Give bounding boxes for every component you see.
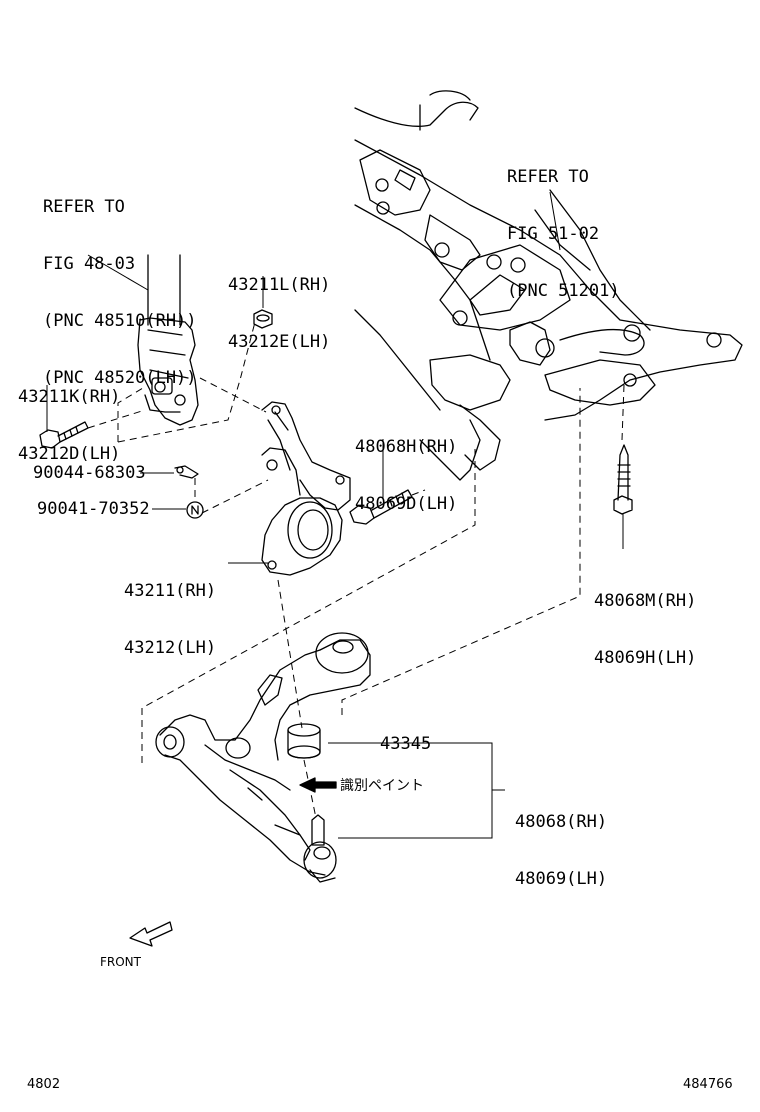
- knuckle-label[interactable]: 43211(RH) 43212(LH): [124, 544, 216, 677]
- steering-knuckle: [261, 401, 351, 576]
- nut-label[interactable]: 43211L(RH) 43212E(LH): [228, 238, 330, 371]
- figure-id: 4802: [27, 1077, 61, 1092]
- paint-arrow-icon: [299, 777, 337, 793]
- front-label: FRONT: [100, 955, 141, 969]
- crossmember-reference: REFER TO FIG 51-02 (PNC 51201): [507, 130, 620, 320]
- cotter-pin-label[interactable]: 90044-68303: [33, 463, 146, 483]
- arm-front-bolt-label-rh[interactable]: 48068H(RH): [355, 437, 458, 457]
- lower-arm-label-lh[interactable]: 48069(LH): [515, 869, 608, 889]
- knuckle-label-lh[interactable]: 43212(LH): [124, 638, 217, 658]
- knuckle-label-rh[interactable]: 43211(RH): [124, 581, 217, 601]
- arm-front-bolt-label[interactable]: 48068H(RH) 48069D(LH): [355, 400, 457, 533]
- strut: [137, 254, 199, 426]
- bushing-label[interactable]: 43345: [380, 734, 432, 754]
- nut-label-rh[interactable]: 43211L(RH): [228, 275, 331, 295]
- paint-note: 識別ペイント: [340, 778, 424, 794]
- front-arrow-icon: [129, 921, 173, 947]
- arm-rear-bolt-label[interactable]: 48068M(RH) 48069H(LH): [594, 554, 696, 687]
- lower-arm-label-rh[interactable]: 48068(RH): [515, 812, 608, 832]
- strut-ref-line2: FIG 48-03: [43, 254, 136, 274]
- strut-bolt-label[interactable]: 43211K(RH) 43212D(LH): [18, 350, 120, 483]
- arm-front-bolt-label-lh[interactable]: 48069D(LH): [355, 494, 458, 514]
- arm-front-bolt: [349, 489, 413, 525]
- strut-bolt-label-lh[interactable]: 43212D(LH): [18, 444, 121, 464]
- strut-bolt-label-rh[interactable]: 43211K(RH): [18, 387, 121, 407]
- nut-label-lh[interactable]: 43212E(LH): [228, 332, 331, 352]
- arm-rear-bolt-label-rh[interactable]: 48068M(RH): [594, 591, 697, 611]
- lower-arm: [155, 632, 371, 883]
- nut: [253, 309, 273, 329]
- crossmember-ref-line3: (PNC 51201): [507, 281, 620, 301]
- arm-rear-bolt-label-lh[interactable]: 48069H(LH): [594, 648, 697, 668]
- strut-reference: REFER TO FIG 48-03 (PNC 48510(RH)) (PNC …: [43, 160, 197, 407]
- drawing-number: 484766: [683, 1077, 733, 1092]
- strut-ref-line4: (PNC 48520(LH)): [43, 368, 197, 388]
- bushing: [287, 723, 321, 759]
- strut-ref-line3: (PNC 48510(RH)): [43, 311, 197, 331]
- crossmember-ref-line1: REFER TO: [507, 167, 589, 187]
- castle-nut-label[interactable]: 90041-70352: [37, 499, 150, 519]
- crossmember: [354, 90, 743, 481]
- strut-ref-line1: REFER TO: [43, 197, 125, 217]
- lower-arm-label[interactable]: 48068(RH) 48069(LH): [515, 775, 607, 908]
- strut-bolt: [39, 421, 89, 449]
- crossmember-ref-line2: FIG 51-02: [507, 224, 600, 244]
- castle-nut: [186, 501, 204, 519]
- cotter-pin: [174, 465, 199, 479]
- arm-rear-bolt: [613, 444, 633, 515]
